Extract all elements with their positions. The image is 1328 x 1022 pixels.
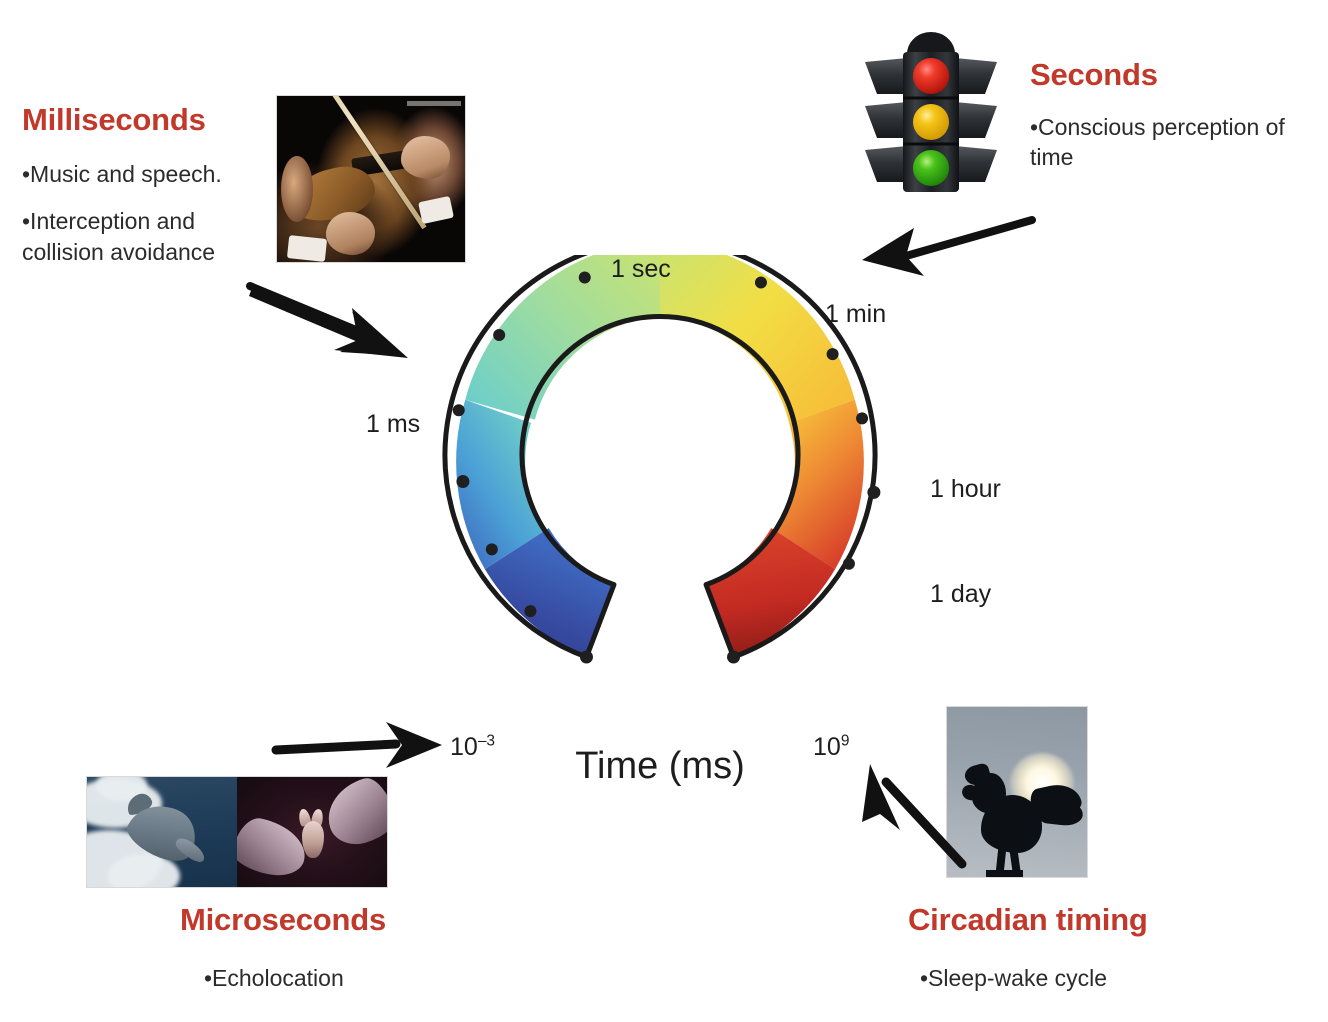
bullet-item: •Sleep-wake cycle	[920, 965, 1108, 992]
violinist-photo	[277, 96, 465, 262]
arrow-seconds-to-arc	[862, 216, 1036, 276]
tick-dot	[578, 271, 591, 284]
bat-panel	[237, 777, 387, 887]
axis-label-upper-bound: 109	[813, 732, 850, 761]
axis-label-one-millisecond: 1 ms	[366, 410, 421, 438]
tick-dot	[524, 605, 537, 618]
dolphin-and-bat-photo	[87, 777, 387, 887]
axis-label-lower-bound: 10–3	[450, 732, 496, 761]
callout-seconds-body: •Conscious perception of time	[1030, 112, 1300, 173]
arrow-microseconds-to-arc	[271, 722, 442, 768]
arc-sector-4	[660, 240, 855, 423]
callout-circadian-title: Circadian timing	[908, 902, 1148, 937]
tick-dot	[485, 543, 498, 556]
traffic-light-visors	[865, 58, 997, 182]
arrow-milliseconds-to-arc	[246, 282, 408, 358]
arc-outline	[442, 237, 878, 660]
callout-seconds-title: Seconds	[1030, 57, 1158, 92]
callout-microseconds: Microseconds •Echolocation	[180, 902, 510, 993]
tick-dot	[579, 650, 593, 664]
arc-sector-6	[706, 528, 836, 658]
arrow-circadian-to-arc	[862, 764, 967, 869]
axis-label-one-minute: 1 min	[825, 300, 887, 328]
arc-sector-1	[484, 528, 614, 658]
arc-band	[456, 240, 864, 658]
tick-dot	[826, 348, 839, 361]
time-scale-arc-gauge: 1 sec 1 ms 1 min 1 hour 1 day 10–3 109 T…	[330, 233, 1001, 787]
traffic-light-green-lamp	[913, 150, 949, 186]
traffic-light-svg	[865, 32, 997, 192]
tick-dot	[842, 557, 855, 570]
violinist-photo-content	[277, 96, 465, 262]
tick-dot	[493, 328, 506, 341]
callout-milliseconds-body: •Music and speech. •Interception and col…	[22, 159, 272, 267]
tick-dot	[727, 650, 741, 664]
tick-dot	[856, 412, 869, 425]
callout-milliseconds: Milliseconds •Music and speech. •Interce…	[22, 102, 272, 267]
gauge-center-label: Time (ms)	[575, 745, 745, 787]
traffic-light-icon	[855, 24, 1007, 210]
axis-label-one-hour: 1 hour	[930, 475, 1001, 503]
traffic-light-dome	[907, 32, 955, 54]
arc-gauge-svg	[442, 233, 881, 664]
rooster-at-sunrise-photo	[947, 707, 1087, 877]
axis-label-one-second: 1 sec	[611, 255, 671, 283]
tick-dot	[456, 475, 470, 489]
callout-milliseconds-title: Milliseconds	[22, 102, 206, 137]
bullet-item: •Music and speech.	[22, 161, 222, 188]
axis-label-one-day: 1 day	[930, 580, 992, 608]
bullet-item: •Interception and collision avoidance	[22, 208, 216, 265]
arc-sector-3	[465, 240, 660, 420]
tick-dot	[452, 404, 465, 417]
traffic-light-red-lamp	[913, 58, 949, 94]
callout-circadian: Circadian timing •Sleep-wake cycle	[908, 902, 1248, 993]
callout-microseconds-body: •Echolocation	[180, 963, 510, 993]
callout-circadian-body: •Sleep-wake cycle	[908, 963, 1248, 993]
bullet-item: •Conscious perception of time	[1030, 114, 1285, 171]
dolphin-panel	[87, 777, 237, 887]
tick-dot	[754, 276, 767, 289]
callout-microseconds-title: Microseconds	[180, 902, 387, 937]
traffic-light-yellow-lamp	[913, 104, 949, 140]
tick-dot	[867, 485, 881, 499]
bullet-item: •Echolocation	[204, 965, 344, 992]
callout-seconds: Seconds •Conscious perception of time	[1030, 57, 1300, 173]
